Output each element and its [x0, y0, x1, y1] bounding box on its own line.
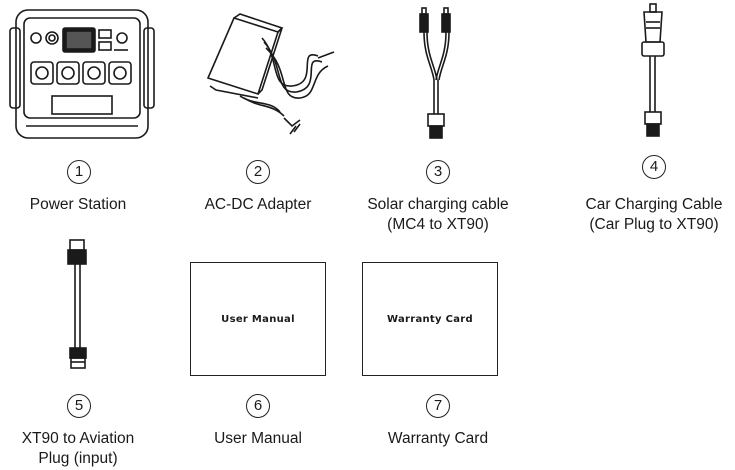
item-number-4: 4: [642, 155, 666, 179]
item-label-4-line1: Car Charging Cable: [585, 196, 723, 213]
item-label-5-line1: XT90 to Aviation: [21, 430, 135, 447]
user-manual-card-text: User Manual: [221, 313, 295, 325]
item-label-3-line2: (MC4 to XT90): [387, 216, 489, 233]
item-label-5-line2: Plug (input): [38, 450, 118, 467]
item-label-3-line1: Solar charging cable: [367, 196, 509, 213]
item-label-1: Power Station: [29, 196, 127, 213]
item-label-7: Warranty Card: [387, 430, 489, 447]
adapter-icon: [206, 13, 335, 135]
item-number-5: 5: [67, 394, 91, 418]
item-label-2: AC-DC Adapter: [204, 196, 312, 213]
warranty-card-text: Warranty Card: [386, 313, 473, 325]
item-number-7: 7: [426, 394, 450, 418]
item-number-1: 1: [67, 160, 91, 184]
item-number-2: 2: [246, 160, 270, 184]
solar-cable-icon: [419, 7, 451, 139]
power-station-icon: [9, 9, 155, 139]
warranty-card: Warranty Card: [362, 262, 498, 376]
item-label-4-line2: (Car Plug to XT90): [589, 216, 719, 233]
item-label-6: User Manual: [214, 430, 302, 447]
user-manual-card: User Manual: [190, 262, 326, 376]
aviation-cable-icon: [67, 239, 87, 369]
car-charger-icon: [641, 3, 665, 137]
item-number-6: 6: [246, 394, 270, 418]
item-number-3: 3: [426, 160, 450, 184]
